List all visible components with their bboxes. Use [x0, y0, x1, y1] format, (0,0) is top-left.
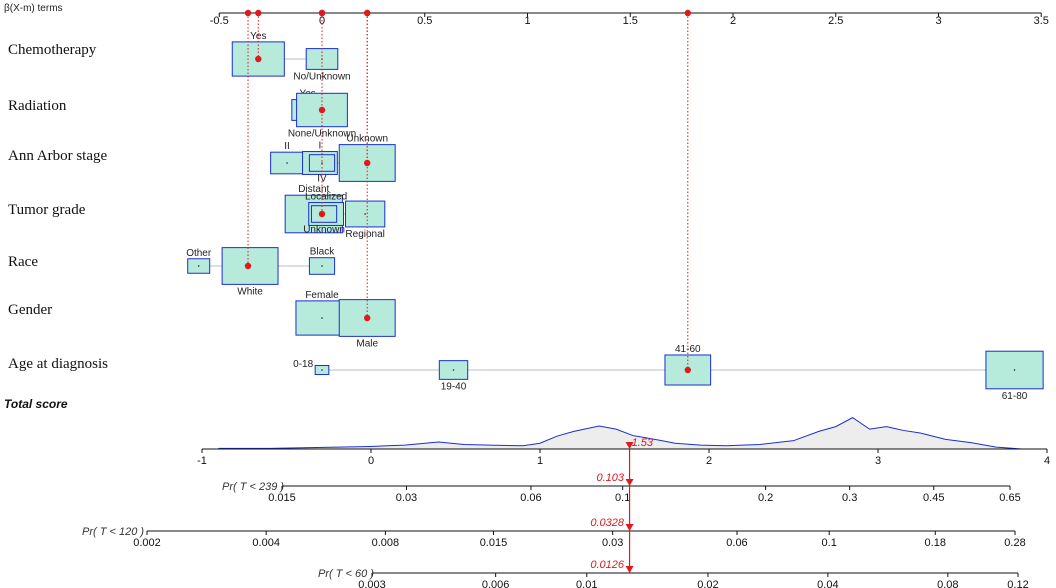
top-axis-marker	[364, 9, 371, 17]
level-label: Localized	[305, 192, 347, 203]
level-label: None/Unknown	[288, 129, 356, 140]
chart-title: β(X-m) terms	[4, 3, 63, 14]
probability-axis-tick-label: 0.01	[576, 579, 597, 588]
level-label: Distant	[298, 184, 329, 195]
total-score-arrow	[625, 442, 634, 449]
level-label: II	[284, 141, 290, 152]
level-label: Female	[305, 290, 339, 301]
probability-value-label: 0.0328	[590, 517, 625, 529]
probability-axis-tick-label: 0.1	[615, 492, 630, 504]
probability-axis-label: Pr( T < 120 )	[82, 526, 144, 538]
level-label: Other	[186, 248, 212, 259]
probability-axis-tick-label: 0.004	[252, 537, 280, 549]
probability-axis-tick-label: 0.08	[937, 579, 958, 588]
level-center-dot	[197, 265, 200, 267]
top-axis-marker	[255, 9, 262, 17]
selected-level-marker	[364, 159, 371, 167]
level-center-dot	[286, 162, 288, 164]
level-label: Yes	[250, 31, 266, 42]
probability-arrow	[625, 566, 634, 573]
row-label-age-at-diagnosis: Age at diagnosis	[8, 356, 108, 372]
selected-level-marker	[318, 210, 326, 218]
selected-level-marker	[364, 314, 371, 322]
top-axis-marker	[318, 9, 326, 17]
total-score-tick-label: 4	[1044, 455, 1050, 467]
probability-axis-tick-label: 0.65	[999, 492, 1020, 504]
level-center-dot	[321, 369, 323, 371]
probability-axis-tick-label: 0.06	[520, 492, 541, 504]
probability-axis-tick-label: 0.12	[1007, 579, 1028, 588]
level-center-dot	[364, 213, 366, 215]
top-axis-tick-label: 1	[524, 15, 530, 27]
row-label-tumor-grade: Tumor grade	[8, 202, 86, 218]
level-label: 0-18	[293, 359, 313, 370]
top-axis-tick-label: -0.5	[210, 15, 229, 27]
level-label: Male	[356, 338, 378, 349]
probability-arrow	[625, 524, 634, 531]
probability-axis-label: Pr( T < 60 )	[318, 568, 374, 580]
probability-axis-tick-label: 0.06	[726, 537, 747, 549]
level-center-dot	[1013, 369, 1016, 371]
total-score-tick-label: 0	[368, 455, 374, 467]
top-axis-marker	[244, 9, 252, 17]
level-label: I	[319, 141, 322, 152]
probability-axis-tick-label: 0.3	[842, 492, 857, 504]
top-axis-tick-label: 3	[935, 15, 941, 27]
probability-axis-tick-label: 0.008	[372, 537, 400, 549]
total-score-tick-label: 1	[537, 455, 543, 467]
total-score-label: Total score	[4, 397, 68, 411]
probability-axis-label: Pr( T < 239 )	[222, 481, 284, 493]
probability-axis-tick-label: 0.003	[358, 579, 386, 588]
probability-value-label: 0.0126	[590, 559, 625, 571]
level-label: Regional	[345, 229, 384, 240]
level-label: 19-40	[441, 381, 467, 392]
selected-level-marker	[255, 55, 262, 63]
probability-arrow	[625, 479, 634, 486]
probability-axis-tick-label: 0.03	[602, 537, 623, 549]
level-label: Black	[310, 247, 335, 258]
total-score-tick-label: 2	[706, 455, 712, 467]
row-label-ann-arbor-stage: Ann Arbor stage	[8, 148, 107, 164]
row-label-chemotherapy: Chemotherapy	[8, 42, 97, 58]
probability-axis-tick-label: 0.45	[923, 492, 944, 504]
probability-value-label: 0.103	[596, 472, 624, 484]
row-label-race: Race	[8, 254, 38, 270]
probability-axis-tick-label: 0.28	[1004, 537, 1025, 549]
row-label-radiation: Radiation	[8, 98, 67, 114]
total-score-tick-label: -1	[197, 455, 207, 467]
probability-axis-tick-label: 0.015	[268, 492, 296, 504]
level-center-dot	[321, 162, 323, 164]
probability-axis-tick-label: 0.04	[817, 579, 838, 588]
row-label-gender: Gender	[8, 302, 52, 318]
probability-axis-tick-label: 0.1	[822, 537, 837, 549]
selected-level-marker	[318, 106, 326, 114]
top-axis-tick-label: 2	[730, 15, 736, 27]
level-label: 61-80	[1002, 391, 1028, 402]
top-axis-marker	[684, 9, 691, 17]
level-label: Unknown	[303, 224, 345, 235]
level-label: White	[237, 286, 263, 297]
total-score-value-label: 1.53	[632, 437, 654, 449]
top-axis-tick-label: 3.5	[1034, 15, 1049, 27]
total-score-tick-label: 3	[875, 455, 881, 467]
probability-axis-tick-label: 0.2	[758, 492, 773, 504]
probability-axis-tick-label: 0.002	[133, 537, 161, 549]
selected-level-marker	[244, 262, 252, 270]
total-score-density	[218, 417, 1022, 450]
probability-axis-tick-label: 0.18	[925, 537, 946, 549]
top-axis-tick-label: 2.5	[828, 15, 843, 27]
level-center-dot	[452, 369, 455, 371]
level-center-dot	[321, 265, 323, 267]
probability-axis-tick-label: 0.02	[697, 579, 718, 588]
top-axis-tick-label: 1.5	[623, 15, 638, 27]
top-axis-tick-label: 0.5	[417, 15, 432, 27]
probability-axis-tick-label: 0.03	[396, 492, 417, 504]
selected-level-marker	[684, 366, 691, 374]
probability-axis-tick-label: 0.006	[482, 579, 510, 588]
level-center-dot	[321, 317, 323, 319]
probability-axis-tick-label: 0.015	[480, 537, 508, 549]
